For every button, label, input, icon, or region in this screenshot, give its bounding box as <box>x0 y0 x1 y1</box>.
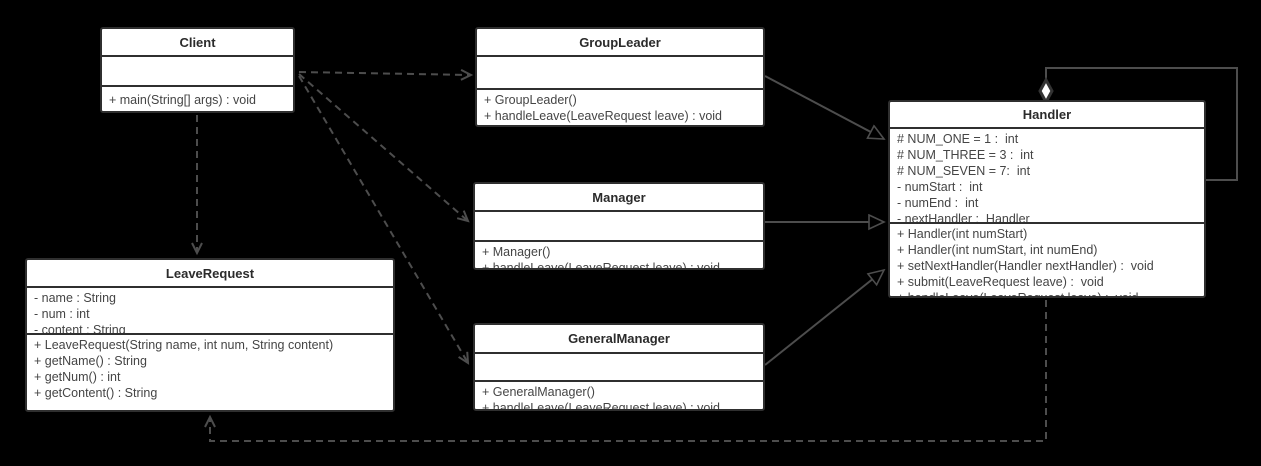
method: + Handler(int numStart) <box>897 227 1028 241</box>
class-client[interactable]: Client + main(String[] args) : void <box>100 27 295 113</box>
method: + handleLeave(LeaveRequest leave) : void <box>482 401 721 411</box>
generalization-groupleader-handler[interactable] <box>764 75 884 139</box>
method: + getContent() : String <box>34 386 158 400</box>
methods-compartment: + Manager() + handleLeave(LeaveRequest l… <box>475 242 763 270</box>
methods-compartment: + GeneralManager() + handleLeave(LeaveRe… <box>475 382 763 411</box>
method: + GeneralManager() <box>482 385 595 399</box>
method: + getName() : String <box>34 354 147 368</box>
generalization-generalmanager-handler[interactable] <box>764 270 884 366</box>
class-groupleader[interactable]: GroupLeader + GroupLeader() + handleLeav… <box>475 27 765 127</box>
class-leaverequest[interactable]: LeaveRequest - name : String - num : int… <box>25 258 395 412</box>
class-handler[interactable]: Handler # NUM_ONE = 1 : int # NUM_THREE … <box>888 100 1206 298</box>
class-title: GroupLeader <box>477 29 763 57</box>
attribute: - name : String <box>34 291 116 305</box>
method: + GroupLeader() <box>484 93 577 107</box>
methods-compartment: + GroupLeader() + handleLeave(LeaveReque… <box>477 90 763 125</box>
method: + LeaveRequest(String name, int num, Str… <box>34 338 334 352</box>
method: + handleLeave(LeaveRequest leave) : void <box>482 261 721 270</box>
class-generalmanager[interactable]: GeneralManager + GeneralManager() + hand… <box>473 323 765 411</box>
attribute: - content : String <box>34 323 126 335</box>
class-title: GeneralManager <box>475 325 763 354</box>
method: + Manager() <box>482 245 551 259</box>
methods-compartment: + LeaveRequest(String name, int num, Str… <box>27 335 393 410</box>
method: + handleLeave(LeaveRequest leave) : void <box>484 109 723 123</box>
class-title: Client <box>102 29 293 57</box>
attributes-compartment <box>477 57 763 90</box>
method: + handleLeave(LeaveRequest leave) : void <box>897 291 1139 298</box>
class-title: Manager <box>475 184 763 212</box>
method: + getNum() : int <box>34 370 121 384</box>
attribute: - numEnd : int <box>897 196 979 210</box>
attributes-compartment <box>475 354 763 382</box>
attribute: # NUM_THREE = 3 : int <box>897 148 1034 162</box>
class-title: Handler <box>890 102 1204 129</box>
attributes-compartment: # NUM_ONE = 1 : int # NUM_THREE = 3 : in… <box>890 129 1204 224</box>
class-title: LeaveRequest <box>27 260 393 288</box>
attribute: - num : int <box>34 307 90 321</box>
attribute: - numStart : int <box>897 180 983 194</box>
method: + setNextHandler(Handler nextHandler) : … <box>897 259 1154 273</box>
class-manager[interactable]: Manager + Manager() + handleLeave(LeaveR… <box>473 182 765 270</box>
method: + main(String[] args) : void <box>109 93 256 107</box>
aggregation-diamond-icon <box>1038 76 1054 106</box>
methods-compartment: + main(String[] args) : void <box>102 87 293 111</box>
dependency-client-groupleader[interactable] <box>298 68 474 81</box>
attributes-compartment <box>102 57 293 87</box>
methods-compartment: + Handler(int numStart) + Handler(int nu… <box>890 224 1204 298</box>
method: + Handler(int numStart, int numEnd) <box>897 243 1098 257</box>
method: + submit(LeaveRequest leave) : void <box>897 275 1104 289</box>
attribute: # NUM_ONE = 1 : int <box>897 132 1019 146</box>
attribute: # NUM_SEVEN = 7: int <box>897 164 1031 178</box>
attributes-compartment <box>475 212 763 242</box>
dependency-client-manager[interactable] <box>298 73 470 223</box>
attributes-compartment: - name : String - num : int - content : … <box>27 288 393 335</box>
attribute: - nextHandler : Handler <box>897 212 1030 224</box>
